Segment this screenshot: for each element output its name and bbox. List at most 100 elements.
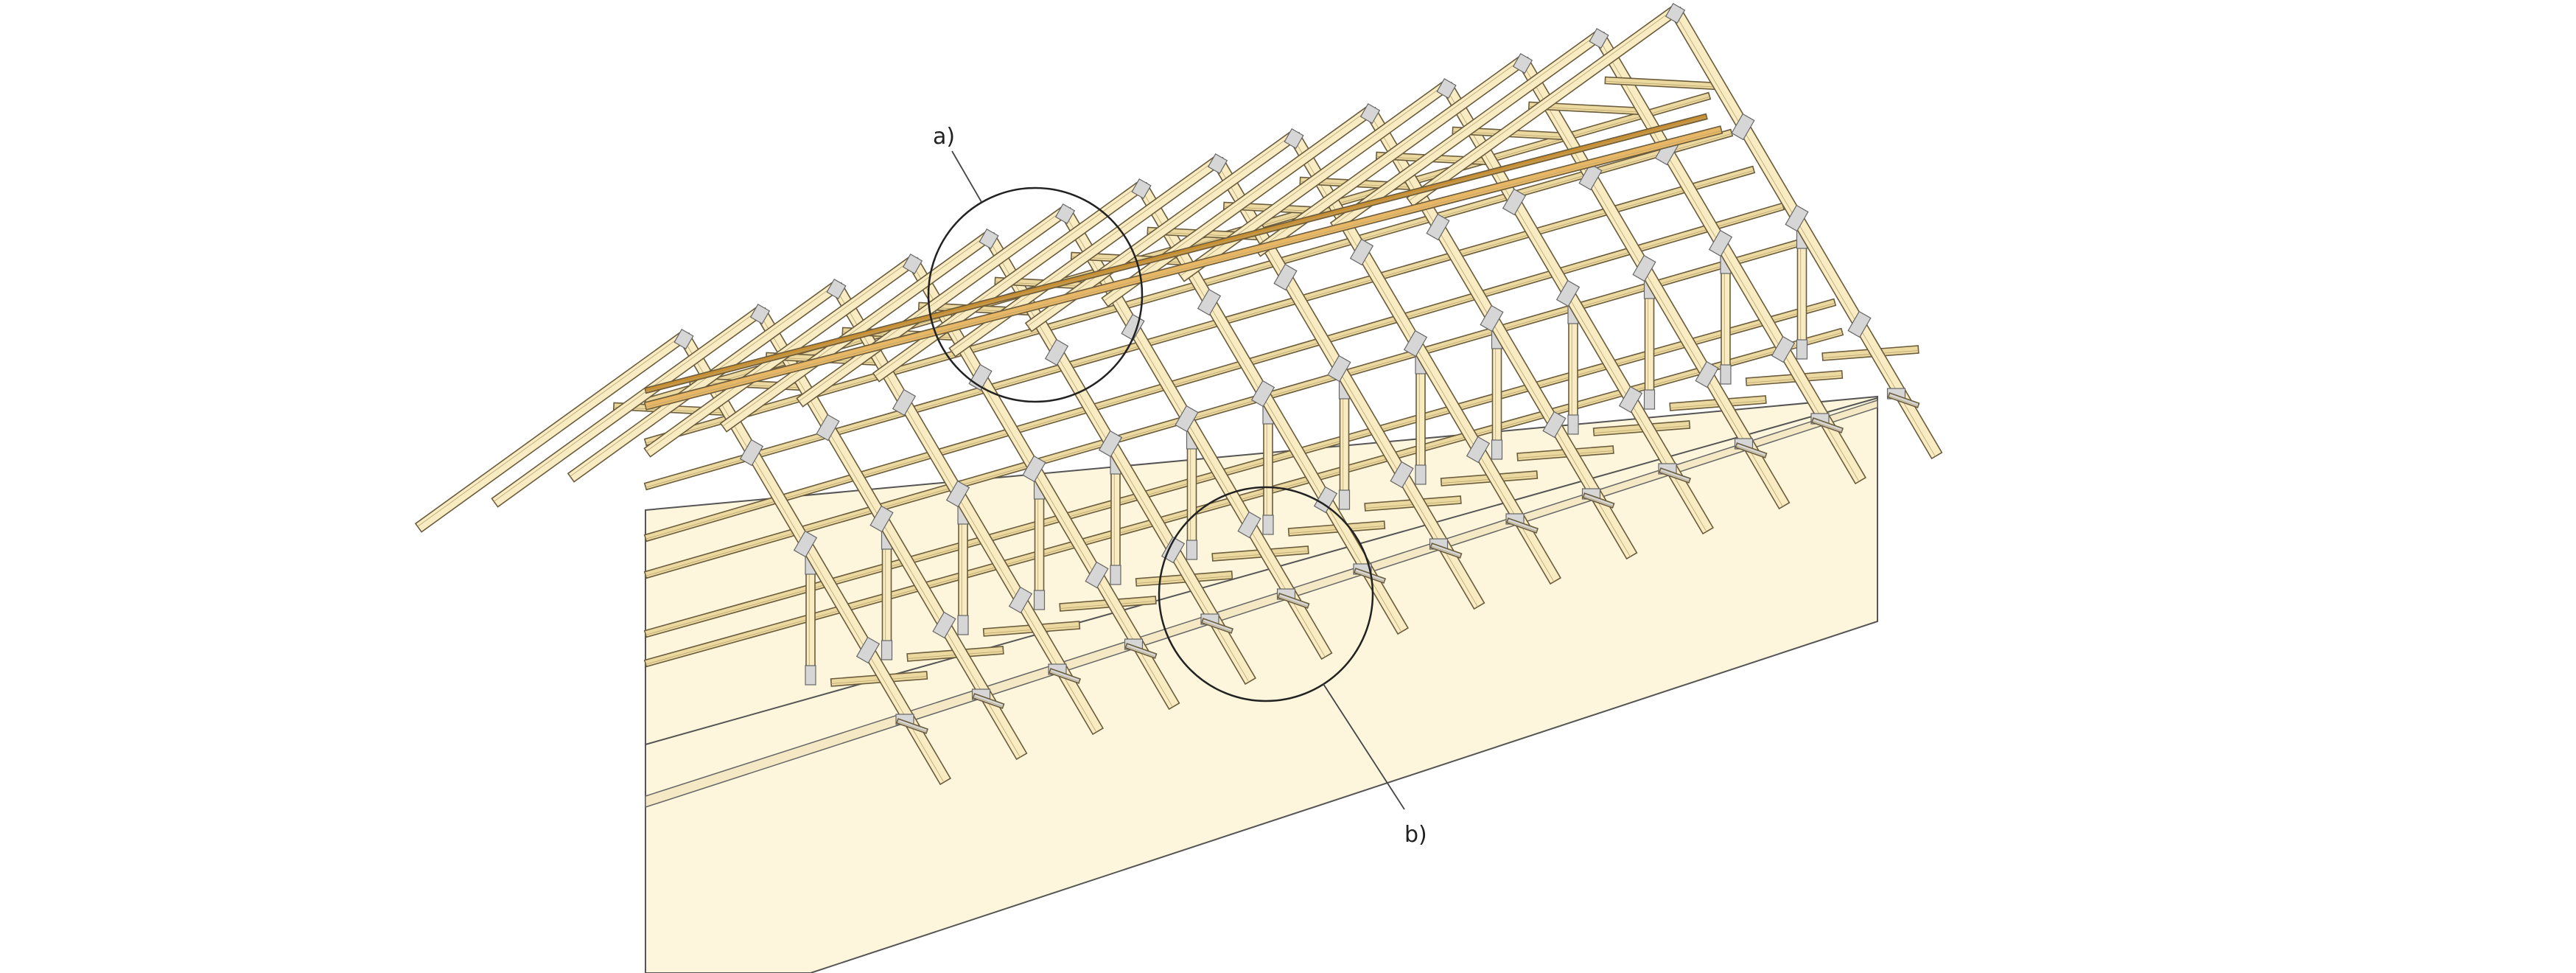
right-rafter-edge [1216,161,1478,607]
connector-plate [1466,436,1491,464]
collar-tie-edge [1605,80,1720,88]
connector-plate [945,480,970,508]
foot-bracket-arm-edge [897,721,927,733]
apex-plate [1512,53,1533,74]
vertical-post [1721,256,1731,383]
right-rafter-edge [682,337,945,783]
foot-bracket-arm-edge [1736,445,1766,457]
foot-bracket-arm-edge [1278,596,1309,607]
connector-plate [1785,204,1809,232]
connector-plate [1555,279,1581,307]
right-rafter-edge [911,262,1173,708]
foot-bracket-arm-edge [1126,646,1156,658]
truss [1406,3,1943,460]
connector-plate [1502,188,1527,216]
connector-plate [793,530,818,558]
left-rafter-edge [417,334,684,527]
vertical-post [881,531,892,658]
truss [567,279,1104,736]
vertical-post [958,506,968,633]
foot-bracket-arm-edge [973,696,1004,708]
right-rafter-edge [1368,111,1631,557]
vertical-post [1568,306,1578,433]
vertical-post [1263,406,1273,533]
connector-plate [855,636,881,664]
vertical-post [1796,231,1807,358]
callout-a: a) [927,124,1144,403]
connector-plate [1327,355,1351,383]
connector-plate [1847,310,1872,338]
ridge-purlin-lower [643,125,1723,411]
connector-plate [816,414,840,442]
wall-top-edge [645,397,1878,745]
right-rafter-edge [1139,186,1402,632]
connector-plate [1085,561,1109,589]
vertical-post [1034,481,1045,608]
left-rafter-edge [875,184,1141,377]
truss [1177,78,1714,535]
connector-plate [1796,339,1808,360]
connector-plate [805,665,816,686]
connector-plate [1250,380,1275,408]
right-rafter-edge [758,312,1021,758]
foot-bracket-arm-edge [1583,495,1614,507]
left-rafter-edge [1104,108,1370,301]
apex-plate [979,229,999,249]
connector-plate [1044,338,1069,366]
callout-b-leader [1323,683,1405,810]
left-rafter-edge [494,309,760,502]
truss [491,304,1028,761]
vertical-post [805,557,816,683]
vertical-post [1415,356,1426,483]
apex-plate [1284,128,1304,149]
apex-plate [902,254,923,274]
apex-plate [1207,153,1228,174]
left-rafter-edge [1409,8,1675,201]
connector-plate [739,439,764,467]
apex-plate [1131,178,1152,199]
connector-plate [1415,464,1427,485]
wall-face [645,395,1878,973]
connector-plate [1197,288,1222,316]
ridge-purlin-upper [644,113,1708,394]
bracing-member-edge [645,133,1732,444]
connector-plate [1338,489,1351,510]
wall-top-ledge [645,399,1878,809]
callout-a-circle [927,186,1144,403]
foot-bracket-arm-edge [1889,395,1919,407]
connector-plate [1186,540,1198,560]
connector-plate [1618,386,1643,414]
apex-plate [1665,3,1686,24]
connector-plate [881,640,893,660]
bracing-member [643,128,1734,447]
ridge-purlins [643,113,1723,411]
connector-plate [1098,430,1123,458]
apex-plate [1436,78,1457,99]
connector-plate [1390,461,1414,489]
apex-plate [673,329,694,349]
connector-plate [1008,586,1033,614]
vertical-post [1491,331,1502,458]
foot-bracket-arm-edge [1431,545,1461,557]
left-rafter-edge [570,284,836,477]
connector-plate [1632,254,1656,282]
bracing-member-edge [645,243,1799,576]
left-rafter [414,331,688,533]
callout-b: b) [1158,486,1427,848]
connector-plate [1403,329,1428,358]
left-rafter-edge [722,234,989,427]
connector-plate [1695,360,1719,388]
connector-plate [1771,335,1796,363]
connector-plate [1175,405,1199,433]
connector-plate [1480,304,1504,332]
right-rafter-edge [1444,86,1707,532]
connector-plate [1110,565,1121,585]
vertical-post [1339,381,1350,508]
right-rafter-edge [1521,61,1783,507]
connector-plate [1708,229,1733,257]
apex-plate [749,304,771,324]
connector-plate [1578,163,1603,191]
connector-plate [1643,389,1656,410]
connector-plate [892,388,917,416]
